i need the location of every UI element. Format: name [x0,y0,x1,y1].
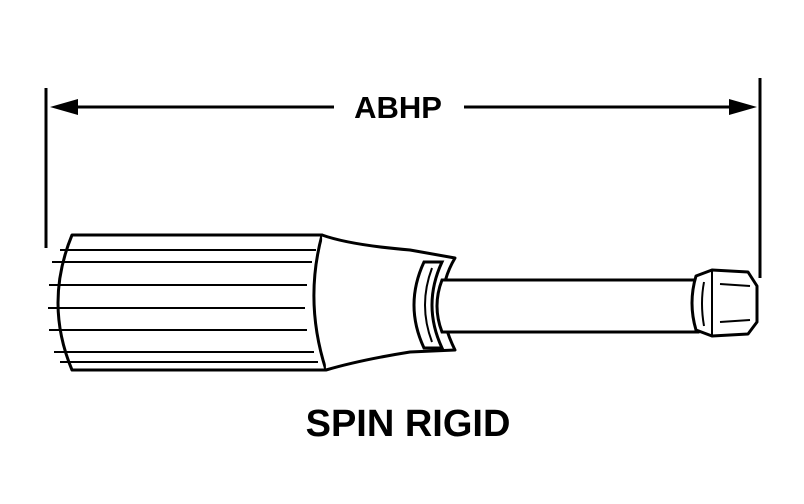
handle-outline [56,233,328,372]
shaft [435,278,700,334]
dimension-line [50,99,757,115]
dimension-label: ABHP [354,90,442,125]
left-arrowhead [50,99,78,115]
handle-ridges [48,249,318,363]
handle-taper [321,233,457,372]
collar [412,260,445,350]
socket-tip [690,268,759,338]
right-arrowhead [729,99,757,115]
part-caption: SPIN RIGID [306,403,511,445]
handle [48,233,457,372]
